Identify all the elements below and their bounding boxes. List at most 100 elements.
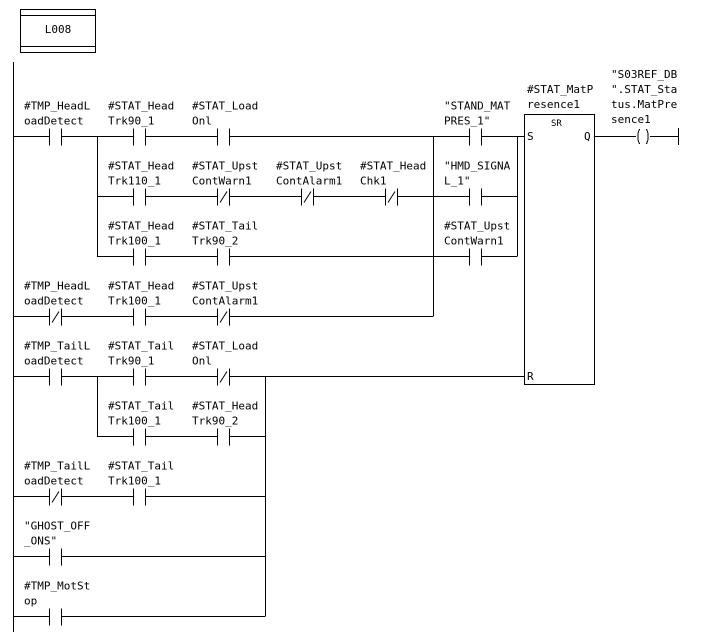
- contact-gap: [385, 193, 397, 200]
- contact-label: #TMP_TailL: [24, 460, 91, 473]
- nc-contact[interactable]: #TMP_HeadL oadDetect: [24, 280, 91, 326]
- output-coil[interactable]: "S03REF_DB ".STAT_Sta tus.MatPre sence1: [595, 68, 679, 145]
- contact-label: Onl: [192, 355, 212, 368]
- contact-gap: [217, 313, 229, 320]
- contact-label: ContWarn1: [192, 175, 252, 188]
- nc-contact[interactable]: #TMP_TailL oadDetect: [24, 460, 91, 506]
- nc-slash-icon: [219, 191, 228, 203]
- contact-gap: [49, 553, 61, 560]
- contact-label: #STAT_Tail: [192, 220, 258, 233]
- contact-label: PRES_1": [444, 115, 490, 128]
- contact-label: Trk90_1: [108, 115, 154, 128]
- coil-label-4: sence1: [611, 113, 651, 126]
- coil-right-paren-icon: [646, 128, 649, 145]
- contact-gap: [469, 253, 481, 260]
- contact-label: Trk100_1: [108, 295, 161, 308]
- contact-label: oadDetect: [24, 355, 84, 368]
- contact-gap: [133, 313, 145, 320]
- contact-label: #STAT_Head: [108, 220, 174, 233]
- contact-label: op: [24, 595, 37, 608]
- contact-label: #STAT_Head: [192, 400, 258, 413]
- sr-block-name-2: resence1: [527, 98, 580, 111]
- contact-gap: [217, 253, 229, 260]
- nc-slash-icon: [219, 311, 228, 323]
- contact-gap: [49, 133, 61, 140]
- no-contact[interactable]: #TMP_TailL oadDetect: [24, 340, 91, 386]
- contact-gap: [469, 193, 481, 200]
- contact-label: ContAlarm1: [192, 295, 258, 308]
- contact-label: #STAT_Head: [108, 100, 174, 113]
- network-label-top-bar: [21, 10, 95, 16]
- contact-label: #STAT_Tail: [108, 340, 174, 353]
- coil-label-3: tus.MatPre: [611, 98, 677, 111]
- contact-label: #STAT_Upst: [276, 160, 342, 173]
- contact-gap: [217, 433, 229, 440]
- contact-label: Trk90_2: [192, 415, 238, 428]
- contact-label: #STAT_Tail: [108, 460, 174, 473]
- sr-flipflop[interactable]: #STAT_MatP resence1 SR S R Q: [524, 83, 595, 385]
- contact-label: ContWarn1: [444, 235, 504, 248]
- contact-label: oadDetect: [24, 295, 84, 308]
- contact-gap: [133, 433, 145, 440]
- contact-label: #STAT_Head: [108, 160, 174, 173]
- contact-label: oadDetect: [24, 475, 84, 488]
- coil-label-2: ".STAT_Sta: [611, 83, 677, 96]
- contact-label: #STAT_Head: [360, 160, 426, 173]
- contact-label: #STAT_Upst: [192, 160, 258, 173]
- network-label: L008: [44, 23, 72, 36]
- nc-slash-icon: [387, 191, 396, 203]
- contact-gap: [217, 193, 229, 200]
- contact-gap: [217, 133, 229, 140]
- contact-gap: [217, 373, 229, 380]
- contact-label: Trk100_1: [108, 415, 161, 428]
- coil-left-paren-icon: [637, 128, 640, 145]
- contact-gap: [133, 493, 145, 500]
- contact-gap: [133, 253, 145, 260]
- contact-label: Trk100_1: [108, 475, 161, 488]
- contact-label: ContAlarm1: [276, 175, 342, 188]
- contact-gap: [133, 193, 145, 200]
- sr-block-box[interactable]: [524, 114, 595, 385]
- network-label-box[interactable]: L008: [20, 9, 96, 53]
- contact-label: "STAND_MAT: [444, 100, 511, 113]
- contact-label: #TMP_HeadL: [24, 100, 91, 113]
- sr-block-type: SR: [551, 119, 562, 129]
- sr-reset-pin: R: [527, 370, 534, 383]
- contact-label: Trk100_1: [108, 235, 161, 248]
- contact-gap: [469, 133, 481, 140]
- contact-label: #STAT_Upst: [192, 280, 258, 293]
- contact-label: Trk90_1: [108, 355, 154, 368]
- contact-label: #TMP_HeadL: [24, 280, 91, 293]
- contact-gap: [49, 373, 61, 380]
- contact-label: _ONS": [24, 535, 57, 548]
- nc-slash-icon: [51, 311, 60, 323]
- nc-slash-icon: [219, 371, 228, 383]
- contact-label: #TMP_TailL: [24, 340, 91, 353]
- contact-gap: [133, 133, 145, 140]
- no-contact[interactable]: "GHOST_OFF_ONS": [24, 520, 90, 566]
- contact-label: #STAT_Upst: [444, 220, 510, 233]
- network-label-bottom-bar: [21, 46, 95, 52]
- contact-label: L_1": [444, 175, 471, 188]
- no-contact[interactable]: "STAND_MAT PRES_1": [444, 100, 511, 146]
